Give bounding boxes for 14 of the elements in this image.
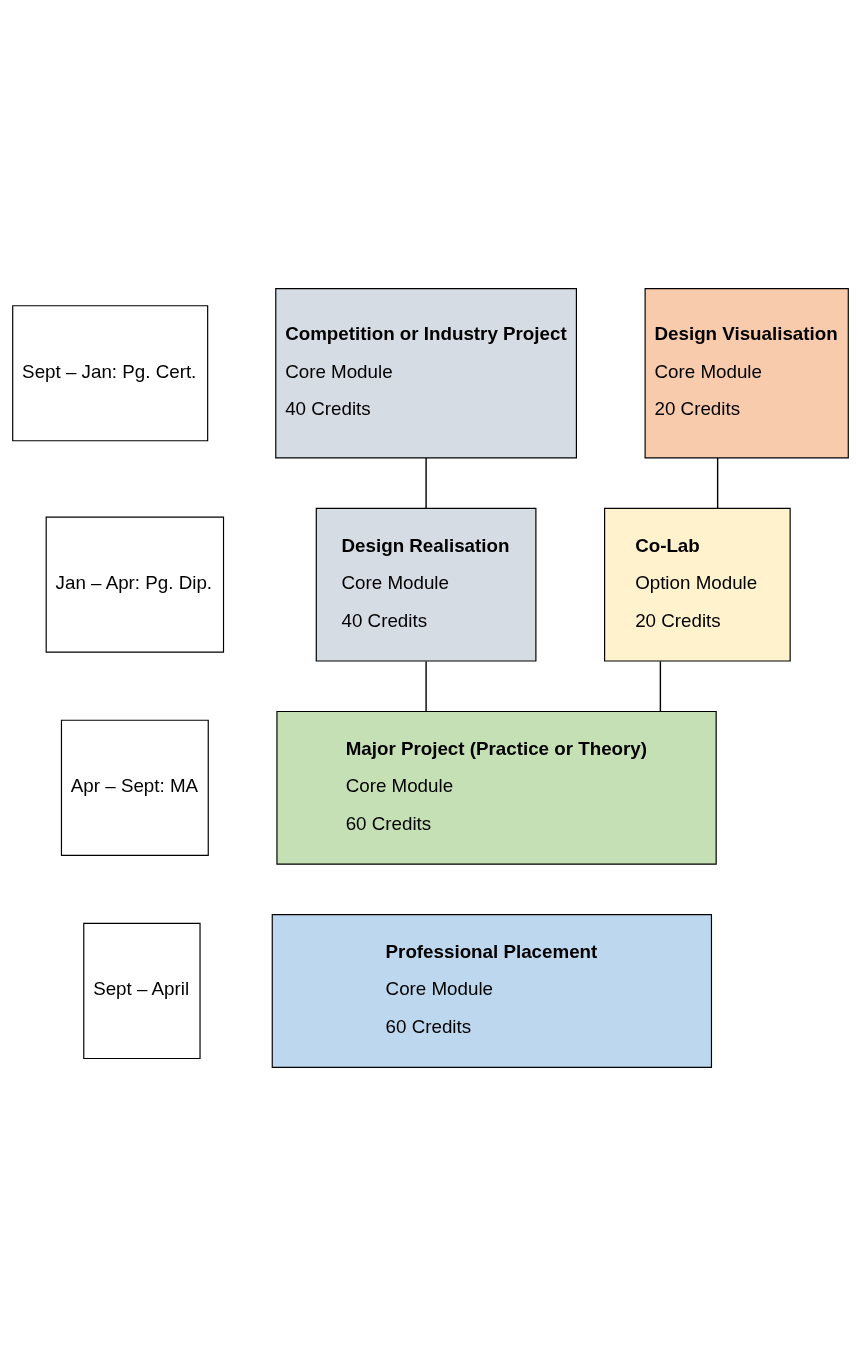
connector (425, 660, 427, 712)
node-box: Professional Placement Core Module 60 Credits (271, 913, 713, 1068)
node-box: Design Realisation Core Module 40 Credits (315, 507, 537, 662)
connector (716, 456, 719, 509)
connector (425, 456, 427, 509)
connector (659, 660, 662, 712)
node-box: Design Visualisation Core Module 20 Credits (644, 287, 849, 458)
node-box: Co-Lab Option Module 20 Credits (604, 507, 791, 662)
node-box: Apr – Sept: MA (60, 719, 209, 856)
node-box: Sept – Jan: Pg. Cert. (12, 304, 209, 441)
node-box: Competition or Industry Project Core Module 40 Credits (275, 287, 577, 458)
node-box: Sept – April (83, 922, 201, 1059)
node-box: Major Project (Practice or Theory) Core Module 60 Credits (276, 710, 717, 865)
node-box: Jan – Apr: Pg. Dip. (45, 516, 225, 653)
